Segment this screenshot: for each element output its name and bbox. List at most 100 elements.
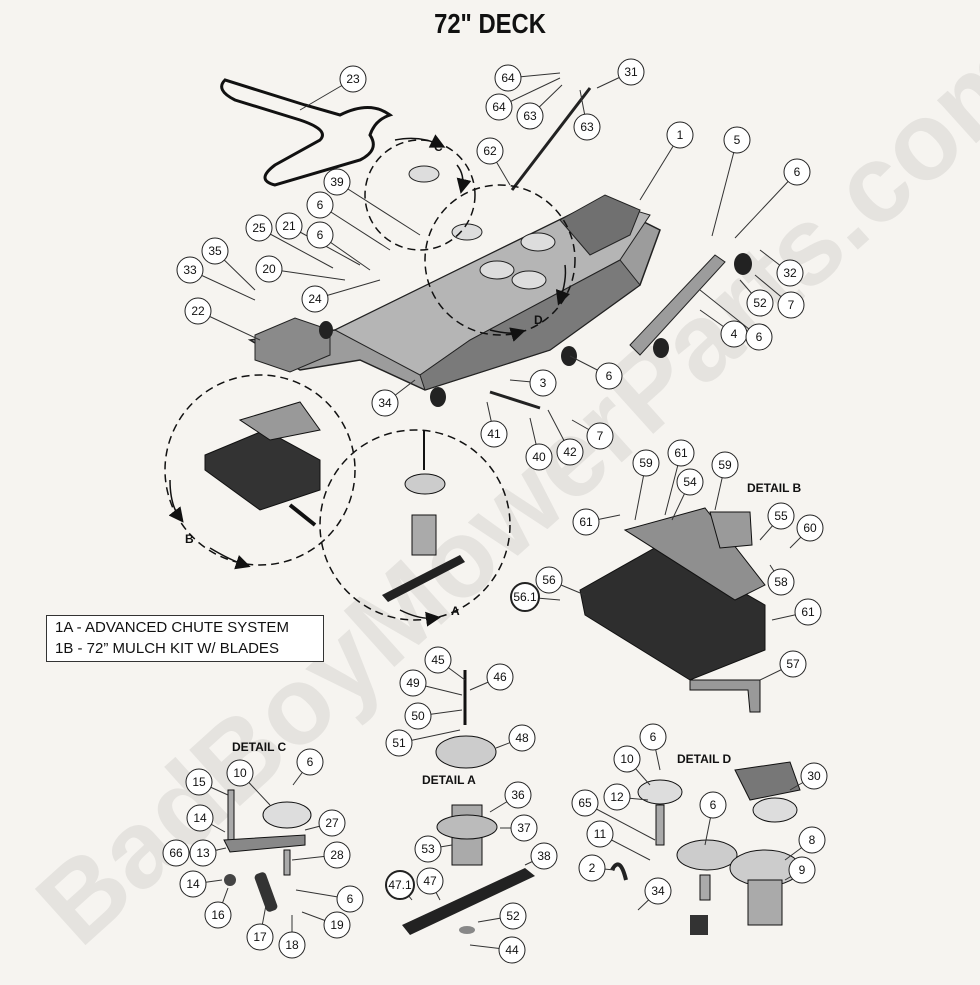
callout-47.1: 47.1 [385,870,415,900]
callout-circle [306,221,334,249]
callout-58: 58 [767,568,795,596]
callout-number: 12 [610,790,624,804]
callout-62: 62 [476,137,504,165]
callout-24: 24 [301,285,329,313]
callout-number: 6 [794,165,801,179]
callout-number: 37 [517,821,531,835]
callout-number: 10 [233,766,247,780]
gauge-arm [629,254,726,356]
callout-number: 28 [330,848,344,862]
spindle-pulley-small [404,473,446,495]
rod-3 [489,390,541,410]
callout-circle [323,841,351,869]
callout-circle [666,121,694,149]
callout-28: 28 [323,841,351,869]
callout-10: 10 [226,759,254,787]
callout-20: 20 [255,255,283,283]
arrow-d2 [555,264,571,306]
callout-number: 3 [540,376,547,390]
arrow-c [394,134,446,148]
callout-33: 33 [176,256,204,284]
callout-6: 6 [639,723,667,751]
callout-number: 19 [330,918,344,932]
callout-circle [578,854,606,882]
mulch-bracket [623,507,766,601]
callout-circle [800,762,828,790]
callout-44: 44 [498,936,526,964]
callout-number: 18 [285,938,299,952]
callout-number: 22 [191,304,205,318]
callout-circle [226,759,254,787]
pulley-30 [752,797,798,823]
callout-50: 50 [404,702,432,730]
callout-6: 6 [595,362,623,390]
callout-45: 45 [424,646,452,674]
callout-circle [323,911,351,939]
callout-number: 33 [183,263,197,277]
callout-3: 3 [529,369,557,397]
callout-circle [385,729,413,757]
callout-38: 38 [530,842,558,870]
callout-circle [667,439,695,467]
callout-61: 61 [667,439,695,467]
callout-circle [745,323,773,351]
callout-47: 47 [416,867,444,895]
callout-63: 63 [573,113,601,141]
detail-c-art [223,789,312,912]
callout-circle [323,168,351,196]
callout-number: 34 [378,396,392,410]
callout-circle [788,856,816,884]
callout-23: 23 [339,65,367,93]
callout-32: 32 [776,259,804,287]
callout-circle [339,65,367,93]
callout-8: 8 [798,826,826,854]
callout-circle [777,291,805,319]
callout-circle [535,566,563,594]
callout-number: 34 [651,884,665,898]
callout-1: 1 [666,121,694,149]
detail-b-label: DETAIL B [747,481,802,495]
callout-number: 45 [431,653,445,667]
callout-circle [498,936,526,964]
callout-number: 6 [347,892,354,906]
callout-number: 57 [786,657,800,671]
callout-35: 35 [201,237,229,265]
callout-number: 65 [578,796,592,810]
arrow-b2 [209,547,251,570]
callout-circle [162,839,190,867]
detail-d-ring [424,184,576,336]
callout-59: 59 [711,451,739,479]
lift-rod [510,87,592,191]
callout-circle [476,137,504,165]
callout-57: 57 [779,650,807,678]
callout-circle [416,867,444,895]
callout-number: 59 [718,458,732,472]
callout-6: 6 [296,748,324,776]
detail-a-label: DETAIL A [422,773,476,787]
spindle-body-small [411,514,437,556]
mulch-bar-small [288,503,317,527]
callout-circle [371,389,399,417]
callout-number: 36 [511,788,525,802]
callout-34: 34 [644,877,672,905]
callout-56: 56 [535,566,563,594]
callout-number: 31 [624,65,638,79]
callout-circle [296,748,324,776]
callout-number: 63 [523,109,537,123]
callout-46: 46 [486,663,514,691]
callout-48: 48 [508,724,536,752]
callout-circle [603,783,631,811]
page-title: 72" DECK [434,8,546,39]
callout-number: 9 [799,863,806,877]
callout-circle [699,791,727,819]
callout-circle [572,508,600,536]
callout-circle [798,826,826,854]
callout-number: 64 [492,100,506,114]
pulley-4 [511,270,547,290]
callout-circle [746,289,774,317]
arrow-b [168,479,184,523]
callout-60: 60 [796,514,824,542]
callout-circle [318,809,346,837]
callout-circle [504,781,532,809]
